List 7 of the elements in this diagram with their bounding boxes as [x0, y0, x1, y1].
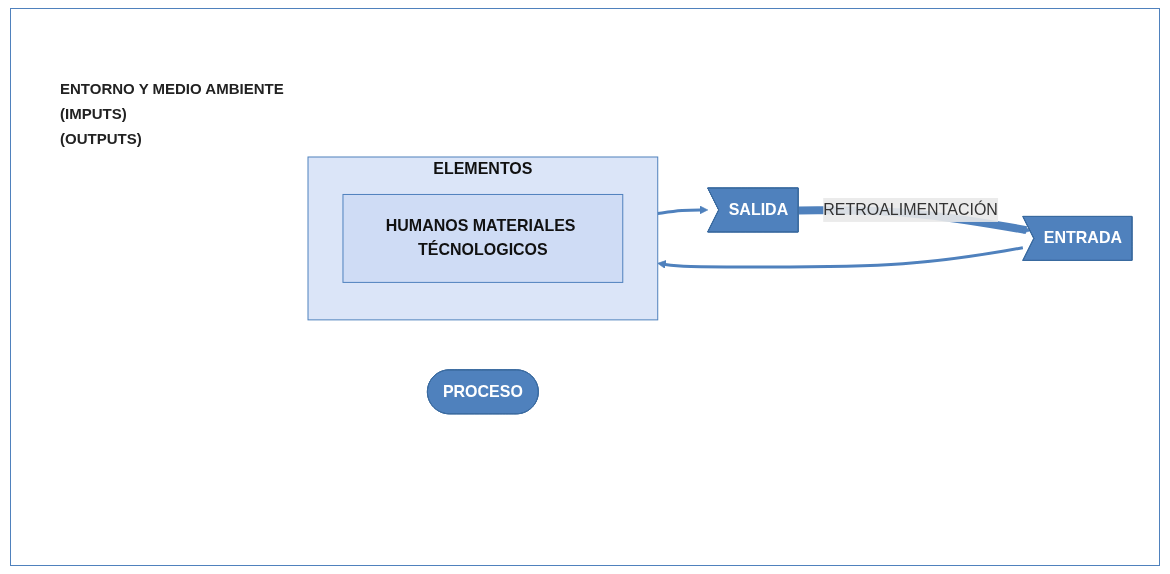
note-text: ENTORNO Y MEDIO AMBIENTE [60, 80, 285, 97]
note-text: (OUTPUTS) [60, 130, 143, 147]
edge-label: RETROALIMENTACIÓN [823, 200, 998, 218]
arrow [657, 205, 709, 215]
note-text: (IMPUTS) [60, 105, 128, 122]
node-box: HUMANOS MATERIALES TÉCNOLOGICOS [342, 193, 624, 283]
arrow [657, 245, 1024, 269]
